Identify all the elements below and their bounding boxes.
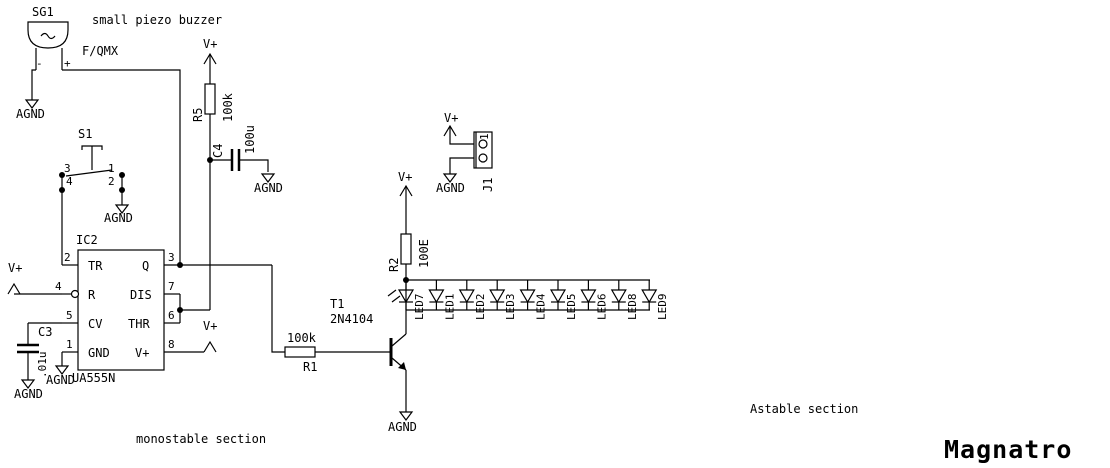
resistor-r2: V+ R2 100E <box>387 170 431 283</box>
r1-label: R1 <box>303 360 317 374</box>
resistor-r1: 100k R1 <box>271 265 390 374</box>
led-label: LED6 <box>595 294 608 321</box>
ic2-body <box>77 249 165 371</box>
agnd-label: AGND <box>14 387 43 401</box>
led-label: LED2 <box>474 294 487 321</box>
t1-label: T1 <box>330 297 344 311</box>
c4-label: C4 <box>211 144 225 158</box>
pin-cv: CV <box>88 317 102 331</box>
vplus-label: V+ <box>203 319 217 333</box>
led-label: LED1 <box>443 294 456 321</box>
agnd-label: AGND <box>436 181 465 195</box>
pin-tr: TR <box>88 259 103 273</box>
j1-label: J1 <box>481 178 495 192</box>
capacitor-c3: C3 .01u AGND AGND <box>14 322 75 401</box>
led-array: LED7 LED1 LED2 LED3 LED4 LED5 LED6 LED8 LED9 <box>387 279 669 321</box>
c3-label: C3 <box>38 325 52 339</box>
led-label: LED7 <box>413 294 426 321</box>
agnd-label: AGND <box>104 211 133 225</box>
r5-value: 100k <box>221 92 235 122</box>
vplus-label: V+ <box>444 111 458 125</box>
s1-pin3: 3 <box>64 162 71 175</box>
buzzer-desc: small piezo buzzer <box>92 13 222 27</box>
c3-value: .01u <box>36 352 49 379</box>
buzzer-minus: - <box>36 57 43 70</box>
vplus-label: V+ <box>203 37 217 51</box>
tilde-icon <box>40 32 56 40</box>
s1-pin1: 1 <box>108 162 115 175</box>
r1-value: 100k <box>287 331 317 345</box>
pin-num-4: 4 <box>55 280 62 293</box>
astable-label: Astable section <box>750 402 858 416</box>
supply-r5: V+ R5 100k <box>191 37 235 310</box>
transistor-t1: T1 2N4104 AGND <box>330 297 417 434</box>
ic2-555: IC2 TR Q R DIS CV THR GND V+ UA555N 2 4 … <box>55 233 272 385</box>
pin-num-5: 5 <box>66 309 73 322</box>
c4-value: 100u <box>243 125 257 154</box>
pin-num-6: 6 <box>168 309 175 322</box>
t1-part: 2N4104 <box>330 312 373 326</box>
s1-pin4: 4 <box>66 175 73 188</box>
buzzer-body-icon <box>27 21 69 49</box>
s1-label: S1 <box>78 127 92 141</box>
pin-num-1: 1 <box>66 338 73 351</box>
led-label: LED5 <box>565 294 578 321</box>
led-led6: LED6 <box>580 280 608 321</box>
led-led9: LED9 <box>641 280 669 321</box>
pin-vplus: V+ <box>135 346 149 360</box>
buzzer-part: F/QMX <box>82 44 119 58</box>
buzzer-sg1: SG1 small piezo buzzer F/QMX - + <box>27 5 222 265</box>
r2-label: R2 <box>387 258 401 272</box>
r2-value: 100E <box>417 239 431 268</box>
pin-num-3: 3 <box>168 251 175 264</box>
pin-num-7: 7 <box>168 280 175 293</box>
r5-label: R5 <box>191 108 205 122</box>
led-label: LED4 <box>535 293 548 320</box>
pin-num-8: 8 <box>168 338 175 351</box>
sg1-label: SG1 <box>32 5 54 19</box>
agnd-label: AGND <box>388 420 417 434</box>
resistor-r5 <box>204 83 216 115</box>
led-led2: LED2 <box>458 280 487 321</box>
pin-num-2: 2 <box>64 251 71 264</box>
led-label: LED3 <box>504 294 517 321</box>
agnd-label: AGND <box>254 181 283 195</box>
pin-dis: DIS <box>130 288 152 302</box>
agnd-buzzer: AGND <box>16 99 45 121</box>
switch-s1[interactable]: S1 3 4 1 2 AGND <box>59 127 133 265</box>
led-led7: LED7 <box>397 280 426 321</box>
pin-q: Q <box>142 259 149 273</box>
led-led3: LED3 <box>489 280 517 321</box>
ic2-label: IC2 <box>76 233 98 247</box>
brand-logo: Magnatro <box>944 435 1072 464</box>
connector-j1: V+ 1 AGND J1 <box>436 111 495 195</box>
vplus-reset: V+ <box>7 261 62 295</box>
capacitor-c4: C4 100u AGND <box>207 125 283 195</box>
led-led4: LED4 <box>519 280 548 320</box>
pin-gnd: GND <box>88 346 110 360</box>
light-icon <box>387 289 401 303</box>
led-led5: LED5 <box>549 280 578 321</box>
led-label: LED8 <box>626 294 639 321</box>
buzzer-plus: + <box>64 57 71 70</box>
j1-pin1: 1 <box>478 133 491 140</box>
pin-r: R <box>88 288 96 302</box>
vplus-label: V+ <box>398 170 412 184</box>
led-label: LED9 <box>656 294 669 321</box>
agnd-label: AGND <box>46 373 75 387</box>
monostable-label: monostable section <box>136 432 266 446</box>
s1-pin2: 2 <box>108 175 115 188</box>
vplus-label: V+ <box>8 261 22 275</box>
led-led1: LED1 <box>428 280 456 321</box>
pin-thr: THR <box>128 317 150 331</box>
agnd-label: AGND <box>16 107 45 121</box>
led-led8: LED8 <box>610 280 639 321</box>
ic2-part: UA555N <box>72 371 115 385</box>
